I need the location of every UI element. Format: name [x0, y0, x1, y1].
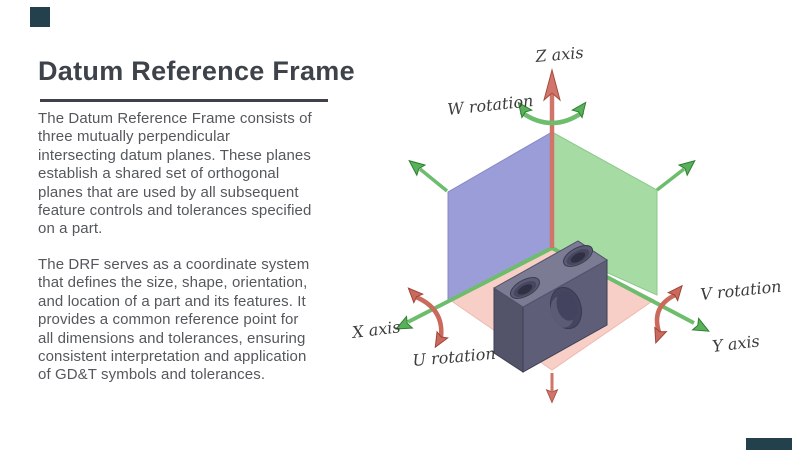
- part-hole-inner-2: [570, 252, 586, 263]
- title-underline: [40, 99, 328, 102]
- plane-normal-shaft-left: [418, 167, 449, 193]
- part-bore-shadow: [556, 291, 578, 321]
- part-block: [493, 240, 608, 373]
- w-rotation-arc: [519, 110, 585, 126]
- plane-normal-arrowhead-left: [408, 159, 427, 177]
- paragraph-line: feature controls and tolerances specifie…: [38, 202, 312, 220]
- paragraph-line: on a part.: [38, 220, 103, 238]
- label-y-axis: Y axis: [711, 331, 761, 356]
- paragraph-line: and location of a part and its features.…: [38, 292, 306, 310]
- v-rotation-arrowhead-top: [666, 284, 683, 302]
- u-rotation-arc: [415, 294, 444, 338]
- x-axis-arrowhead: [394, 315, 414, 330]
- v-rotation-arc: [654, 292, 677, 333]
- corner-accent-bottom-right: [746, 438, 792, 450]
- label-x-axis: X axis: [349, 317, 401, 342]
- negative-z-arrowhead: [545, 388, 559, 404]
- paragraph-line: intersecting datum planes. These planes: [38, 146, 311, 164]
- plane-normal-shaft-right: [655, 167, 686, 192]
- plane-normal-arrowhead-right: [677, 159, 696, 177]
- label-v-rotation: V rotation: [699, 277, 782, 304]
- paragraph-line: planes that are used by all subsequent: [38, 183, 299, 201]
- paragraph-line: The Datum Reference Frame consists of: [38, 110, 312, 127]
- paragraph-line: The DRF serves as a coordinate system: [38, 256, 310, 273]
- paragraph-line: provides a common reference point for: [38, 311, 299, 329]
- page-title: Datum Reference Frame: [38, 56, 355, 86]
- w-rotation-arrowhead-right: [570, 101, 587, 119]
- y-axis-arrowhead: [691, 317, 710, 332]
- paragraph-line: that defines the size, shape, orientatio…: [38, 274, 308, 292]
- paragraph-line: establish a shared set of orthogonal: [38, 165, 280, 183]
- paragraph-line: three mutually perpendicular: [38, 128, 231, 146]
- part-hole-inner-1: [517, 284, 533, 295]
- corner-accent-top-left: [30, 7, 50, 27]
- u-rotation-arrowhead-top: [407, 287, 424, 304]
- label-z-axis: Z axis: [534, 43, 585, 66]
- w-rotation-arrowhead-left: [517, 101, 534, 119]
- paragraph-line: consistent interpretation and applicatio…: [38, 348, 307, 366]
- paragraph-line: all dimensions and tolerances, ensuring: [38, 329, 306, 347]
- paragraph-line: of GD&T symbols and tolerances.: [38, 366, 266, 384]
- z-axis-arrowhead: [543, 68, 561, 102]
- v-rotation-arrowhead-bottom: [654, 326, 668, 345]
- label-u-rotation: U rotation: [412, 344, 497, 370]
- u-rotation-arrowhead-bottom: [434, 330, 449, 349]
